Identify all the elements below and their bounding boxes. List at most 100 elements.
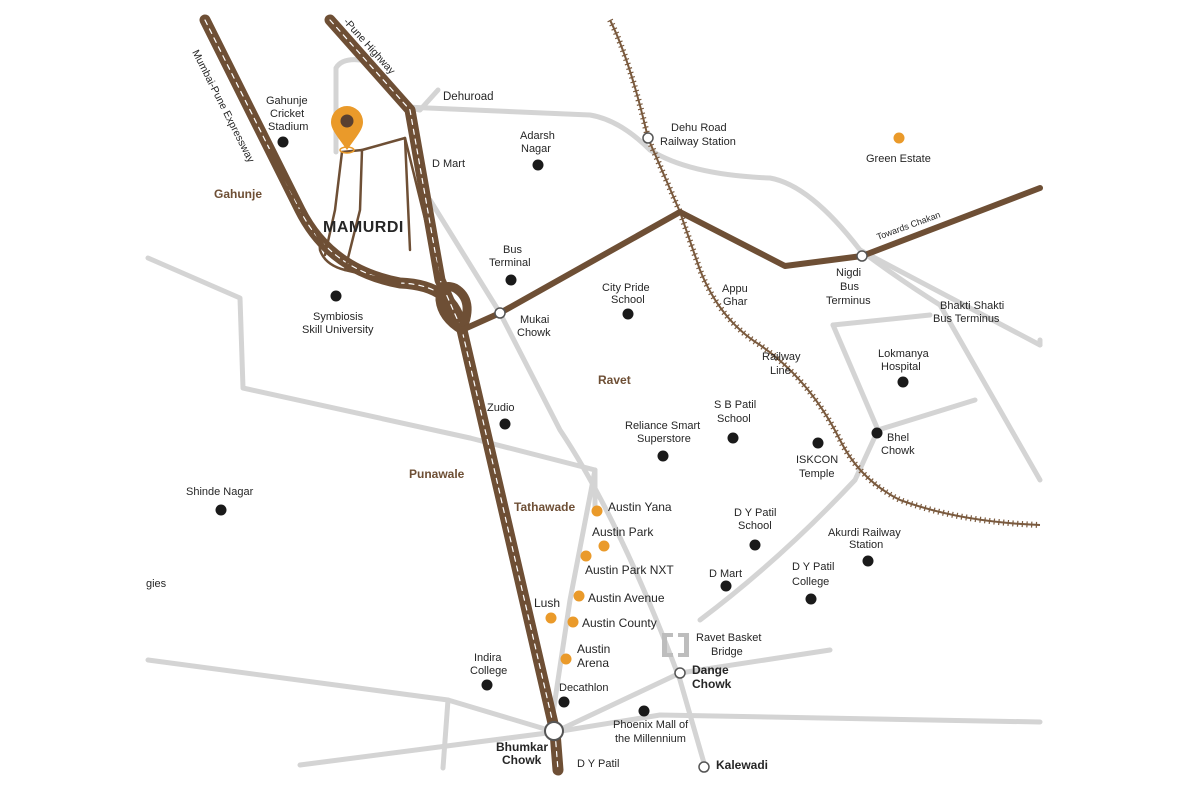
adarsh-nagar-dot[interactable] — [532, 159, 544, 171]
stadium-label-3: Stadium — [268, 121, 308, 133]
austin-arena-label-2: Arena — [577, 656, 609, 670]
appu-ghar-label-1: Appu — [722, 283, 748, 295]
nigdi-label-2: Bus — [840, 281, 859, 293]
bhakti-road — [857, 247, 1043, 483]
dy-patil-school-label-2: School — [738, 520, 772, 532]
bhumkar-label-1: Bhumkar — [496, 740, 548, 754]
city-pride-dot[interactable] — [622, 308, 634, 320]
project-dots — [545, 132, 905, 665]
dy-patil-college-label-2: College — [792, 576, 829, 588]
decathlon-label: Decathlon — [559, 682, 609, 694]
indira-dot[interactable] — [481, 679, 493, 691]
sb-patil-label-2: School — [717, 413, 751, 425]
austin-county-dot[interactable] — [567, 616, 579, 628]
landmark-dots — [215, 136, 909, 717]
symbiosis-label-1: Symbiosis — [313, 311, 364, 323]
adarsh-label-1: Adarsh — [520, 130, 555, 142]
dehu-road-label-2: Railway Station — [660, 136, 736, 148]
bus-terminal-label-1: Bus — [503, 244, 522, 256]
kalewadi-marker[interactable] — [698, 761, 710, 773]
dange-label-1: Dange — [692, 663, 729, 677]
lokmanya-dot[interactable] — [897, 376, 909, 388]
ravet-bridge-label-2: Bridge — [711, 646, 743, 658]
reliance-dot[interactable] — [657, 450, 669, 462]
bhel-dot[interactable] — [871, 427, 883, 439]
city-pride-label-1: City Pride — [602, 282, 650, 294]
edge-partial-label: gies — [146, 578, 167, 590]
mamurdi-loop — [333, 57, 363, 155]
austin-avenue-label: Austin Avenue — [588, 591, 665, 605]
akurdi-dot[interactable] — [862, 555, 874, 567]
austin-arena-dot[interactable] — [560, 653, 572, 665]
phoenix-dot[interactable] — [638, 705, 650, 717]
stadium-label-2: Cricket — [270, 108, 304, 120]
shinde-nagar-label: Shinde Nagar — [186, 486, 254, 498]
bus-terminal-label-2: Terminal — [489, 257, 531, 269]
lokmanya-road — [830, 312, 933, 328]
austin-avenue-dot[interactable] — [573, 590, 585, 602]
bus-terminal-dot[interactable] — [505, 274, 517, 286]
dange-chowk-marker[interactable] — [674, 667, 686, 679]
nigdi-marker[interactable] — [856, 250, 868, 262]
indira-label-1: Indira — [474, 652, 502, 664]
austin-yana-label: Austin Yana — [608, 500, 672, 514]
gahunje-label: Gahunje — [214, 187, 262, 201]
tathawade-label: Tathawade — [514, 500, 575, 514]
lush-dot[interactable] — [545, 612, 557, 624]
bhumkar-chowk-marker[interactable] — [544, 721, 564, 741]
bhakti-label-2: Bus Terminus — [933, 313, 1000, 325]
zudio-dot[interactable] — [499, 418, 511, 430]
bhumkar-label-2: Chowk — [502, 753, 542, 767]
austin-park-label: Austin Park — [592, 525, 654, 539]
dmart-top-label: D Mart — [432, 158, 465, 170]
stadium-label-1: Gahunje — [266, 95, 308, 107]
sb-patil-label-1: S B Patil — [714, 399, 756, 411]
dy-patil-school-dot[interactable] — [749, 539, 761, 551]
railway-line-label-1: Railway — [762, 351, 801, 363]
austin-park-nxt-label: Austin Park NXT — [585, 563, 674, 577]
punawale-label: Punawale — [409, 467, 465, 481]
austin-park-nxt-dot[interactable] — [580, 550, 592, 562]
shinde-nagar-dot[interactable] — [215, 504, 227, 516]
junction-markers — [494, 132, 868, 773]
dehuroad-road — [402, 104, 863, 253]
dehu-road-station-marker[interactable] — [642, 132, 654, 144]
green-estate-label: Green Estate — [866, 153, 931, 165]
bhel-label-1: Bhel — [887, 432, 909, 444]
iskcon-label-2: Temple — [799, 468, 834, 480]
green-estate-dot[interactable] — [893, 132, 905, 144]
ravet-bridge-label-1: Ravet Basket — [696, 632, 761, 644]
decathlon-dot[interactable] — [558, 696, 570, 708]
dy-patil-bottom-label: D Y Patil — [577, 758, 619, 770]
phoenix-label-1: Phoenix Mall of — [613, 719, 689, 731]
dy-patil-college-dot[interactable] — [805, 593, 817, 605]
austin-arena-label-1: Austin — [577, 642, 610, 656]
phoenix-label-2: the Millennium — [615, 733, 686, 745]
location-pin-icon[interactable] — [331, 106, 363, 154]
dehu-road-label-1: Dehu Road — [671, 122, 727, 134]
railway-line-label-2: Line — [770, 365, 791, 377]
kalewadi-label: Kalewadi — [716, 758, 768, 772]
symbiosis-dot[interactable] — [330, 290, 342, 302]
bhel-label-2: Chowk — [881, 445, 915, 457]
mukai-label-2: Chowk — [517, 327, 551, 339]
gahunje-stadium-dot[interactable] — [277, 136, 289, 148]
sb-patil-dot[interactable] — [727, 432, 739, 444]
zudio-label: Zudio — [487, 402, 515, 414]
reliance-label-2: Superstore — [637, 433, 691, 445]
highways — [199, 14, 1043, 776]
reliance-label-1: Reliance Smart — [625, 420, 700, 432]
mukai-chowk-marker[interactable] — [494, 307, 506, 319]
austin-yana-dot[interactable] — [591, 505, 603, 517]
austin-park-dot[interactable] — [598, 540, 610, 552]
iskcon-dot[interactable] — [812, 437, 824, 449]
adarsh-label-2: Nagar — [521, 143, 551, 155]
lokmanya-spur — [830, 322, 881, 433]
austin-vertical — [549, 467, 598, 723]
railway-line — [607, 18, 1041, 528]
dmart-bottom-dot[interactable] — [720, 580, 732, 592]
appu-ghar-label-2: Ghar — [723, 296, 748, 308]
bhel-road — [875, 397, 978, 433]
lush-label: Lush — [534, 596, 560, 610]
bhakti-label-1: Bhakti Shakti — [940, 300, 1004, 312]
